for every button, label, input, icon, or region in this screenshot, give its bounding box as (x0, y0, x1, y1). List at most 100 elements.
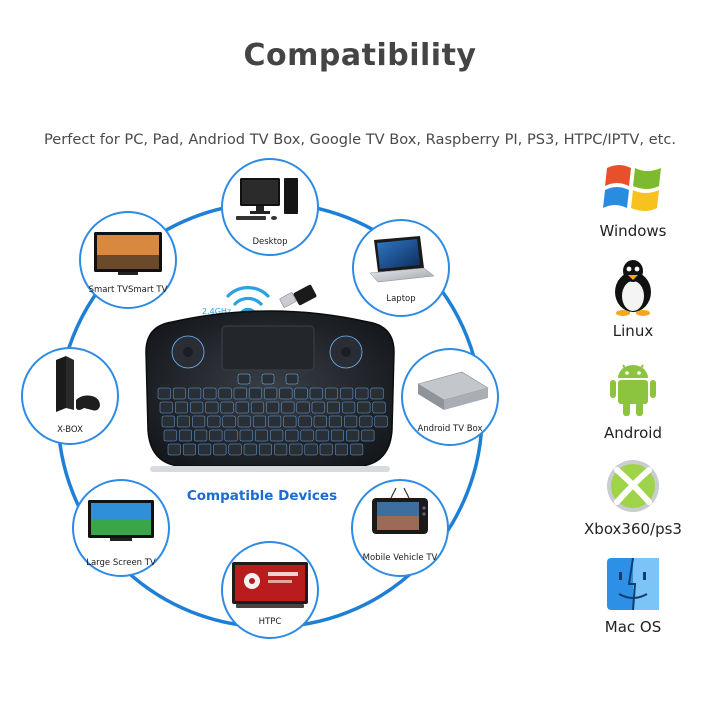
keyboard-key (372, 401, 386, 414)
usb-dongle-icon (279, 284, 317, 308)
keyboard-key (167, 443, 181, 456)
keyboard-key (340, 387, 354, 400)
keyboard-key (296, 401, 310, 414)
device-label-xbox: X-BOX (57, 425, 83, 435)
keyboard-key (355, 387, 369, 400)
wireless-band-label: 2.4GHz (202, 307, 231, 316)
keyboard-keys (157, 387, 388, 456)
wireless-keyboard-image: 2.4GHz (145, 284, 395, 472)
keyboard-key (248, 387, 262, 400)
keyboard-key (374, 415, 388, 428)
windows-logo-icon (603, 165, 661, 211)
laptop-icon (369, 236, 435, 283)
keyboard-key (178, 429, 192, 442)
tv-box-icon (417, 371, 489, 410)
keyboard-key (361, 429, 375, 442)
keyboard-key (163, 429, 177, 442)
device-label-smart-tv: Smart TVSmart TV (89, 285, 168, 295)
mac-finder-icon (607, 557, 659, 611)
os-label-windows: Windows (599, 222, 667, 240)
device-xbox: X-BOX (21, 347, 119, 445)
keyboard-key (304, 443, 318, 456)
page-title: Compatibility (243, 38, 477, 73)
os-linux: Linux (578, 258, 688, 340)
keyboard-key (268, 415, 282, 428)
keyboard-key (283, 415, 297, 428)
keyboard-key (157, 387, 171, 400)
keyboard-key (176, 415, 190, 428)
keyboard-key (190, 401, 204, 414)
keyboard-key (266, 401, 280, 414)
os-xbox360-ps3: Xbox360/ps3 (578, 458, 688, 538)
keyboard-key (370, 387, 384, 400)
keyboard-key (194, 429, 208, 442)
device-desktop: Desktop (221, 158, 319, 256)
htpc-screen-icon (232, 562, 308, 608)
keyboard-key (330, 429, 344, 442)
os-android: Android (578, 358, 688, 442)
device-label-desktop: Desktop (252, 237, 287, 247)
keyboard-key (298, 415, 312, 428)
keyboard-key (233, 387, 247, 400)
keyboard-key (239, 429, 253, 442)
os-label-mac-os: Mac OS (604, 618, 662, 636)
page-subtitle: Perfect for PC, Pad, Andriod TV Box, Goo… (43, 131, 677, 148)
android-robot-icon (610, 364, 656, 416)
device-large-screen-tv: Large Screen TV (72, 479, 170, 577)
keyboard-key (346, 429, 360, 442)
keyboard-key (300, 429, 314, 442)
device-smart-tv: Smart TVSmart TV (79, 211, 177, 309)
keyboard-key (344, 415, 358, 428)
device-laptop: Laptop (352, 219, 450, 317)
keyboard-key (254, 429, 268, 442)
linux-penguin-icon (615, 260, 651, 316)
keyboard-key (313, 415, 327, 428)
keyboard-key (220, 401, 234, 414)
game-console-icon (56, 356, 100, 412)
keyboard-key (159, 401, 173, 414)
keyboard-key (294, 387, 308, 400)
desktop-pc-icon (236, 178, 298, 220)
compatible-devices-label: Compatible Devices (187, 488, 337, 504)
device-label-laptop: Laptop (386, 294, 415, 304)
keyboard-key (198, 443, 212, 456)
keyboard-key (243, 443, 257, 456)
os-label-android: Android (604, 424, 662, 442)
keyboard-key (264, 387, 278, 400)
keyboard-key (235, 401, 249, 414)
keyboard-key (237, 415, 251, 428)
keyboard-key (359, 415, 373, 428)
keyboard-key (250, 401, 264, 414)
keyboard-key (334, 443, 348, 456)
portable-tv-icon (372, 487, 428, 534)
keyboard-key (279, 387, 293, 400)
keyboard-key (281, 401, 295, 414)
keyboard-key (285, 429, 299, 442)
tv-icon (88, 500, 154, 541)
keyboard-key (315, 429, 329, 442)
keyboard-key (182, 443, 196, 456)
keyboard-key (172, 387, 186, 400)
os-label-linux: Linux (612, 322, 654, 340)
keyboard-key (342, 401, 356, 414)
keyboard-key (188, 387, 202, 400)
keyboard-key (311, 401, 325, 414)
keyboard-key (357, 401, 371, 414)
device-label-large-screen-tv: Large Screen TV (86, 558, 156, 568)
keyboard-key (324, 387, 338, 400)
smart-tv-icon (94, 232, 162, 275)
keyboard-key (258, 443, 272, 456)
device-android-tv-box: Android TV Box (401, 348, 499, 446)
keyboard-key (174, 401, 188, 414)
xbox-logo-icon (607, 460, 659, 512)
keyboard-key (161, 415, 175, 428)
device-mobile-vehicle-tv: Mobile Vehicle TV (351, 479, 449, 577)
keyboard-key (203, 387, 217, 400)
os-label-xbox360-ps3: Xbox360/ps3 (584, 520, 682, 538)
keyboard-key (224, 429, 238, 442)
keyboard-key (350, 443, 364, 456)
keyboard-key (328, 415, 342, 428)
keyboard-key (270, 429, 284, 442)
keyboard-key (319, 443, 333, 456)
keyboard-key (205, 401, 219, 414)
